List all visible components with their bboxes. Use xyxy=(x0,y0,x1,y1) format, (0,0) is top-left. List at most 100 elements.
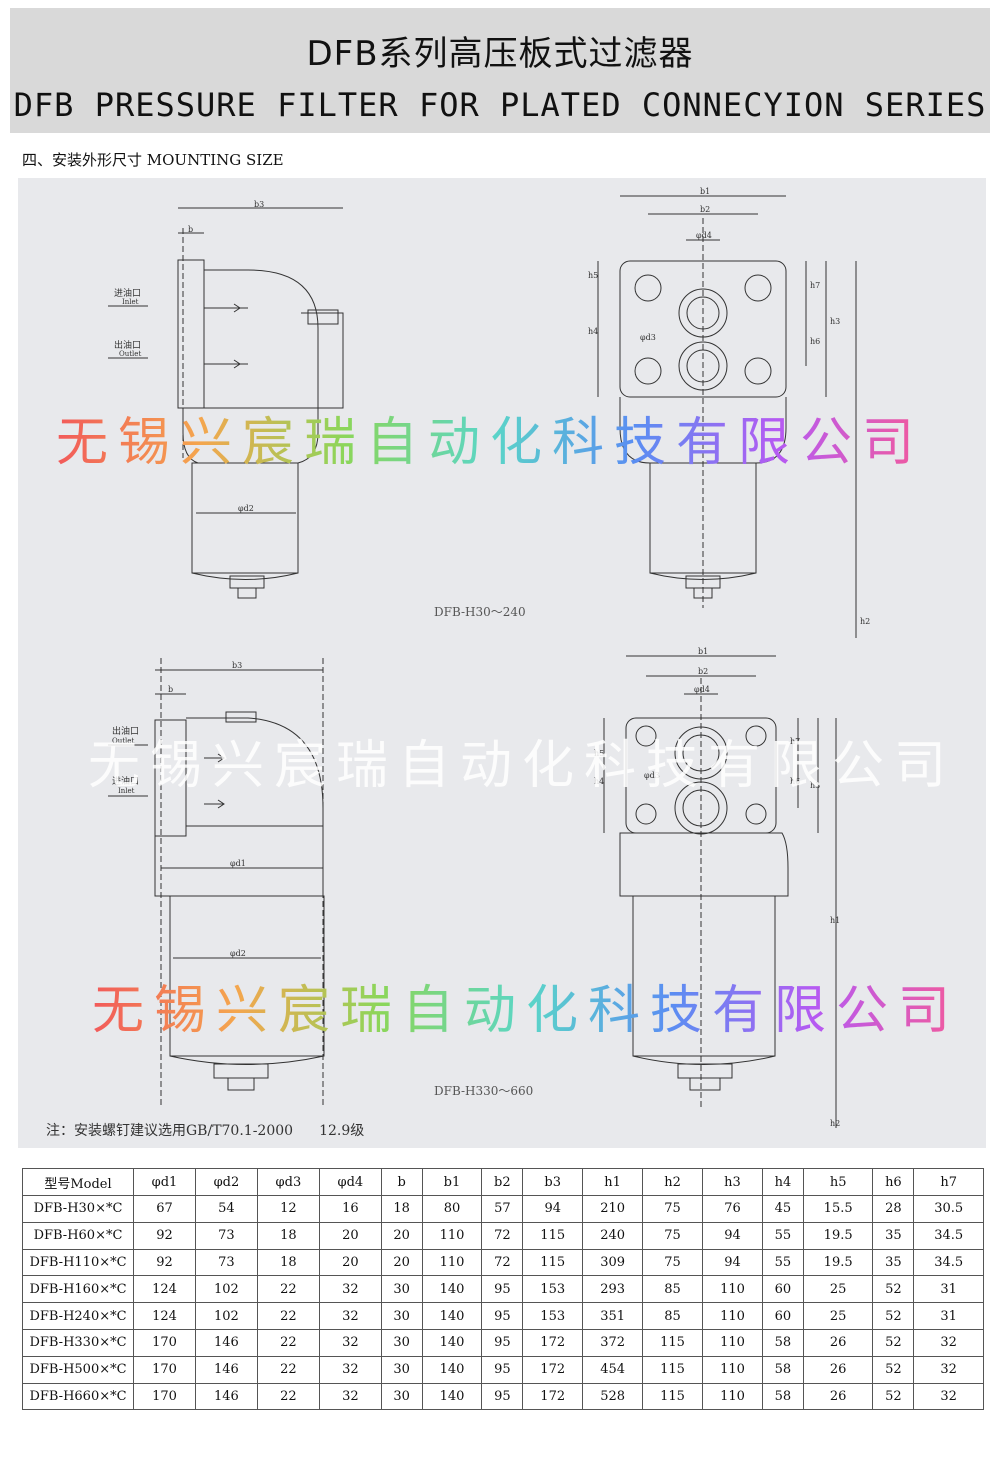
dim-h5-bottom: h5 xyxy=(594,749,604,758)
cell-value: 60 xyxy=(761,1275,804,1304)
col-model: 型号Model xyxy=(22,1168,134,1196)
dim-b3-top: b3 xyxy=(254,200,264,209)
section-heading: 四、安装外形尺寸 MOUNTING SIZE xyxy=(22,151,284,169)
cell-value: 140 xyxy=(421,1355,483,1384)
outlet-label-en-top: Outlet xyxy=(119,350,141,358)
outlet-label-cn-bottom: 出油口 xyxy=(112,725,139,737)
cell-value: 80 xyxy=(421,1195,483,1223)
cell-value: 92 xyxy=(133,1221,196,1250)
mounting-note: 注：安装螺钉建议选用GB/T70.1-2000 12.9级 xyxy=(46,1120,364,1140)
col-b: b xyxy=(380,1168,423,1196)
cell-value: 110 xyxy=(421,1221,483,1250)
cell-value: 170 xyxy=(133,1355,196,1384)
cell-value: 124 xyxy=(133,1302,196,1330)
cell-value: 58 xyxy=(761,1355,804,1384)
title-banner: DFB系列高压板式过滤器 DFB PRESSURE FILTER FOR PLA… xyxy=(10,8,990,133)
cell-value: 18 xyxy=(380,1195,423,1223)
mounting-note-grade: 12.9级 xyxy=(319,1123,365,1139)
dim-d1-bottom: φd1 xyxy=(230,859,246,868)
cell-value: 34.5 xyxy=(913,1248,984,1277)
dim-h4-bottom: h4 xyxy=(594,777,604,786)
cell-value: 60 xyxy=(761,1302,804,1330)
cell-value: 95 xyxy=(481,1355,524,1384)
cell-value: 22 xyxy=(256,1275,320,1304)
cell-value: 75 xyxy=(642,1221,704,1250)
cell-value: 153 xyxy=(522,1302,584,1330)
cell-value: 76 xyxy=(702,1195,763,1223)
mounting-note-text: 注：安装螺钉建议选用GB/T70.1-2000 xyxy=(46,1123,294,1139)
cell-model: DFB-H60×*C xyxy=(22,1221,134,1250)
col-h5: h5 xyxy=(802,1168,874,1196)
cell-value: 75 xyxy=(642,1248,704,1277)
col-d2: φd2 xyxy=(194,1168,258,1196)
watermark-bottom: 无锡兴宸瑞自动化科技有限公司 xyxy=(92,968,960,1043)
dim-b-bottom: b xyxy=(168,685,173,694)
cell-value: 140 xyxy=(421,1382,483,1411)
cell-value: 110 xyxy=(702,1328,763,1357)
cell-value: 210 xyxy=(582,1195,644,1223)
cell-value: 75 xyxy=(642,1195,704,1223)
col-d3: φd3 xyxy=(256,1168,320,1196)
col-h3: h3 xyxy=(702,1168,763,1196)
cell-value: 146 xyxy=(194,1355,258,1384)
cell-value: 110 xyxy=(702,1355,763,1384)
cell-value: 45 xyxy=(761,1195,804,1223)
front-view-small xyxy=(597,195,857,638)
col-d4: φd4 xyxy=(318,1168,382,1196)
cell-value: 240 xyxy=(582,1221,644,1250)
cell-value: 140 xyxy=(421,1302,483,1330)
cell-value: 110 xyxy=(421,1248,483,1277)
dim-h6-top: h6 xyxy=(810,337,820,346)
cell-value: 20 xyxy=(380,1221,423,1250)
cell-value: 170 xyxy=(133,1328,196,1357)
cell-value: 55 xyxy=(761,1221,804,1250)
cell-value: 26 xyxy=(802,1328,874,1357)
cell-value: 25 xyxy=(802,1275,874,1304)
cell-value: 52 xyxy=(872,1302,915,1330)
watermark-top: 无锡兴宸瑞自动化科技有限公司 xyxy=(56,400,924,475)
col-h7: h7 xyxy=(913,1168,984,1196)
cell-value: 22 xyxy=(256,1328,320,1357)
cell-value: 19.5 xyxy=(802,1221,874,1250)
cell-value: 22 xyxy=(256,1382,320,1411)
cell-value: 110 xyxy=(702,1275,763,1304)
dimension-table: 型号Model φd1 φd2 φd3 φd4 b b1 b2 b3 h1 h2… xyxy=(22,1168,984,1411)
cell-value: 18 xyxy=(256,1248,320,1277)
cell-value: 94 xyxy=(702,1248,763,1277)
cell-value: 73 xyxy=(194,1221,258,1250)
inlet-label-en-top: Inlet xyxy=(122,298,139,306)
cell-model: DFB-H330×*C xyxy=(22,1328,134,1357)
watermark-middle: 无锡兴宸瑞自动化科技有限公司 xyxy=(88,736,957,796)
dim-d3-bottom: φd3 xyxy=(644,771,660,780)
cell-model: DFB-H30×*C xyxy=(22,1195,134,1223)
dim-h2-top: h2 xyxy=(860,617,870,626)
cell-model: DFB-H500×*C xyxy=(22,1355,134,1384)
cell-value: 110 xyxy=(702,1302,763,1330)
cell-value: 115 xyxy=(642,1355,704,1384)
cell-value: 73 xyxy=(194,1248,258,1277)
dim-h2-bottom: h2 xyxy=(830,1119,840,1128)
dim-h3-bottom: h3 xyxy=(810,781,820,790)
cell-value: 22 xyxy=(256,1355,320,1384)
cell-model: DFB-H160×*C xyxy=(22,1275,134,1304)
dim-d3-top: φd3 xyxy=(640,333,656,342)
dim-h3-top: h3 xyxy=(830,317,840,326)
col-d1: φd1 xyxy=(133,1168,196,1196)
cell-value: 32 xyxy=(913,1355,984,1384)
cell-value: 35 xyxy=(872,1221,915,1250)
cell-value: 115 xyxy=(642,1328,704,1357)
cell-value: 72 xyxy=(481,1221,524,1250)
inlet-label-cn-top: 进油口 xyxy=(114,287,141,299)
cell-value: 52 xyxy=(872,1275,915,1304)
outlet-label-en-bottom: Outlet xyxy=(112,737,134,745)
inlet-label-cn-bottom: 进油口 xyxy=(112,775,139,787)
cell-value: 92 xyxy=(133,1248,196,1277)
dim-b-top: b xyxy=(188,225,193,234)
dim-d2-top: φd2 xyxy=(238,504,254,513)
